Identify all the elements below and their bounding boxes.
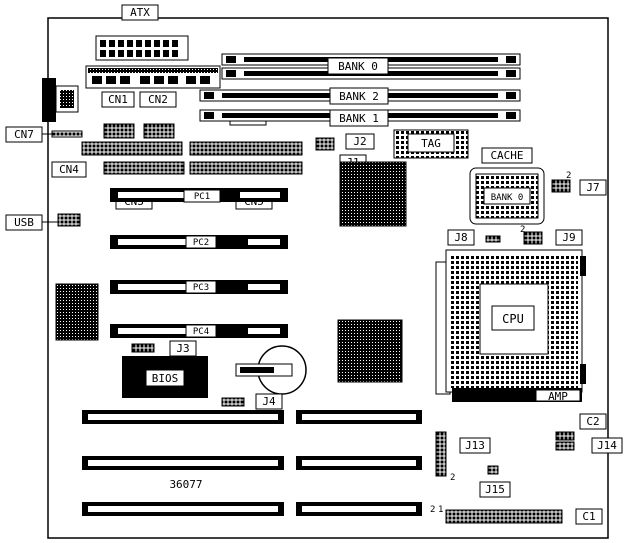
j2-label: J2 [345,133,375,150]
cn4-connector [81,141,183,156]
svg-text:TAG: TAG [421,137,441,150]
io-controller-chip [55,283,99,341]
ps2-connector [42,78,79,122]
isa-slot-3 [82,502,422,516]
c2-label: C2 [579,413,607,430]
svg-text:J8: J8 [454,231,467,244]
j15-label: J15 [479,481,511,498]
pci-slot-1: PC1 [110,188,288,203]
svg-text:2: 2 [450,473,455,483]
j14-header [555,441,575,451]
svg-text:BANK 1: BANK 1 [339,112,379,125]
svg-text:BANK 2: BANK 2 [339,90,379,103]
svg-text:2: 2 [430,505,435,515]
svg-text:J7: J7 [586,181,599,194]
c1-label: C1 [575,508,603,525]
j15-header [487,465,499,475]
pci-slot-2: PC2 [110,235,288,249]
svg-text:C1: C1 [582,510,595,523]
svg-text:CN2: CN2 [148,93,168,106]
svg-text:PC4: PC4 [193,327,209,337]
svg-text:2: 2 [566,171,571,181]
atx-power-connector [95,35,189,61]
atx-label: ATX [121,4,159,21]
svg-text:PC3: PC3 [193,283,209,293]
j13-label: J13 [459,437,491,454]
j3-header [131,343,155,353]
j3-label: J3 [169,340,197,357]
pci-slot-4: PC4 [110,324,288,338]
cache-label: CACHE [481,147,533,164]
j9-label: J9 [555,229,583,246]
j7-header [551,179,571,193]
svg-text:PC2: PC2 [193,238,209,248]
cn5-connector [189,161,303,175]
usb-header [57,213,81,227]
svg-text:BANK 0: BANK 0 [491,193,524,203]
svg-text:PC1: PC1 [194,192,210,202]
c2-header [555,431,575,441]
bank2-label: BANK 2 [329,87,389,105]
south-bridge-chip [337,319,403,383]
j9-header [523,231,543,245]
tag-sram-chip: TAG [393,129,469,159]
svg-text:J2: J2 [353,135,366,148]
board-number: 36077 [169,478,202,491]
bank0-label: BANK 0 [327,57,389,75]
j4-header [221,397,245,407]
svg-text:J14: J14 [597,439,617,452]
svg-text:J15: J15 [485,483,505,496]
cn4-label: CN4 [51,161,87,178]
svg-text:J4: J4 [262,395,276,408]
svg-text:USB: USB [14,216,34,229]
bios-chip: BIOS [122,356,208,398]
j4-label: J4 [255,393,283,410]
svg-text:J13: J13 [465,439,485,452]
j8-header [485,235,501,243]
j7-label: J7 [579,179,607,196]
cn1-header [103,123,135,139]
cn2-label: CN2 [139,91,177,108]
svg-text:J3: J3 [176,342,189,355]
svg-text:CN4: CN4 [59,163,79,176]
usb-label: USB [5,214,43,231]
svg-text:C2: C2 [586,415,599,428]
cn7-header [51,130,83,138]
cpu-socket: CPU [435,249,586,395]
svg-text:CPU: CPU [502,312,524,326]
cn2-header [143,123,175,139]
j13-header [435,431,447,477]
cn3-connector [103,161,185,175]
svg-text:J9: J9 [562,231,575,244]
j14-label: J14 [591,437,623,454]
isa-slot-1 [82,410,422,424]
cmos-battery [235,345,307,395]
j1-j2-header [315,137,335,151]
svg-text:CACHE: CACHE [490,149,523,162]
isa-slot-2 [82,456,422,470]
io-port-strip [85,65,221,89]
svg-text:AMP: AMP [548,390,568,403]
cn1-label: CN1 [101,91,135,108]
cn7-label: CN7 [5,126,43,143]
svg-text:BANK 0: BANK 0 [338,60,378,73]
chipset-chip [339,161,407,227]
svg-text:2: 2 [520,225,525,235]
svg-text:1: 1 [438,505,443,515]
j8-label: J8 [447,229,475,246]
c1-connector [445,509,563,524]
svg-text:BIOS: BIOS [152,372,179,385]
svg-text:CN1: CN1 [108,93,128,106]
svg-text:ATX: ATX [130,6,150,19]
cache-module: BANK 0 [469,167,545,225]
svg-text:CN7: CN7 [14,128,34,141]
amp-retention-bar: AMP [452,388,582,403]
bank1-label: BANK 1 [329,109,389,127]
pci-slot-3: PC3 [110,280,288,294]
cn6-connector [189,141,303,156]
